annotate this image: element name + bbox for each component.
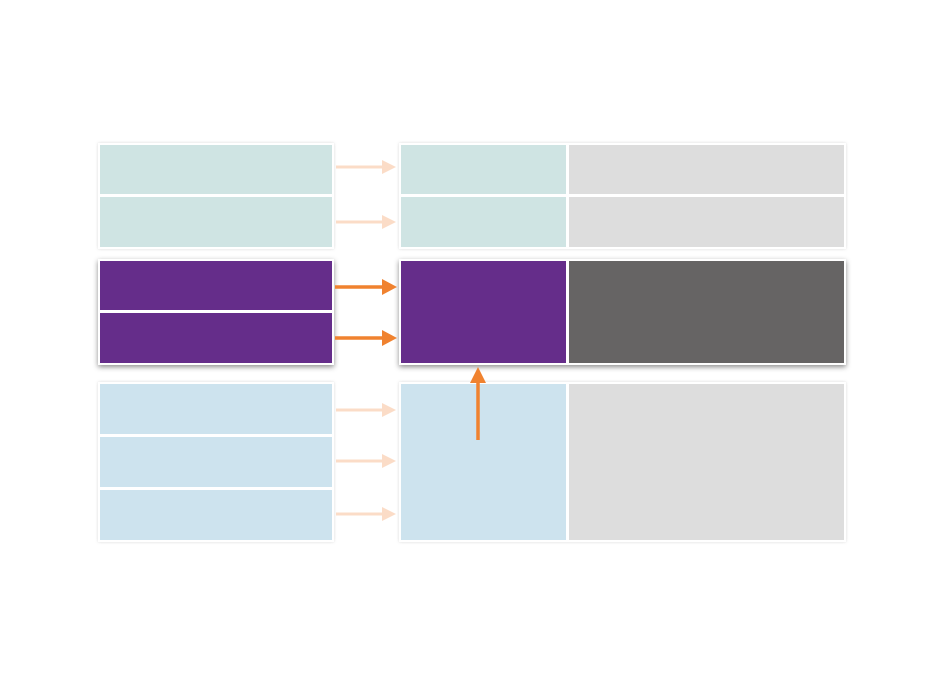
middle-left-cell-1 [100,261,332,310]
bottom-left-cell-3 [100,490,332,540]
middle-left-cell-2 [100,313,332,363]
arrow-top-2 [336,215,396,229]
middle-left-panel [98,259,334,365]
top-right-cell-1 [569,145,844,194]
middle-right-panel [399,259,846,365]
top-left-cell-2 [100,197,332,247]
top-mid-cell-2 [401,197,566,247]
top-left-cell-1 [100,145,332,194]
middle-mid-cell [401,261,566,363]
top-mid-cell-1 [401,145,566,194]
arrow-top-1 [336,160,396,174]
bottom-left-cell-1 [100,384,332,434]
bottom-left-panel [98,382,334,542]
arrow-bottom-2 [336,454,396,468]
top-right-panel [399,143,846,249]
top-right-cell-2 [569,197,844,247]
bottom-mid-cell [401,384,566,540]
bottom-right-panel [399,382,846,542]
arrow-bottom-3 [336,507,396,521]
bottom-right-cell [569,384,844,540]
middle-right-cell [569,261,844,363]
arrow-bottom-1 [336,403,396,417]
arrow-middle-1 [335,279,397,295]
bottom-left-cell-2 [100,437,332,487]
top-left-panel [98,143,334,249]
arrow-middle-2 [335,330,397,346]
